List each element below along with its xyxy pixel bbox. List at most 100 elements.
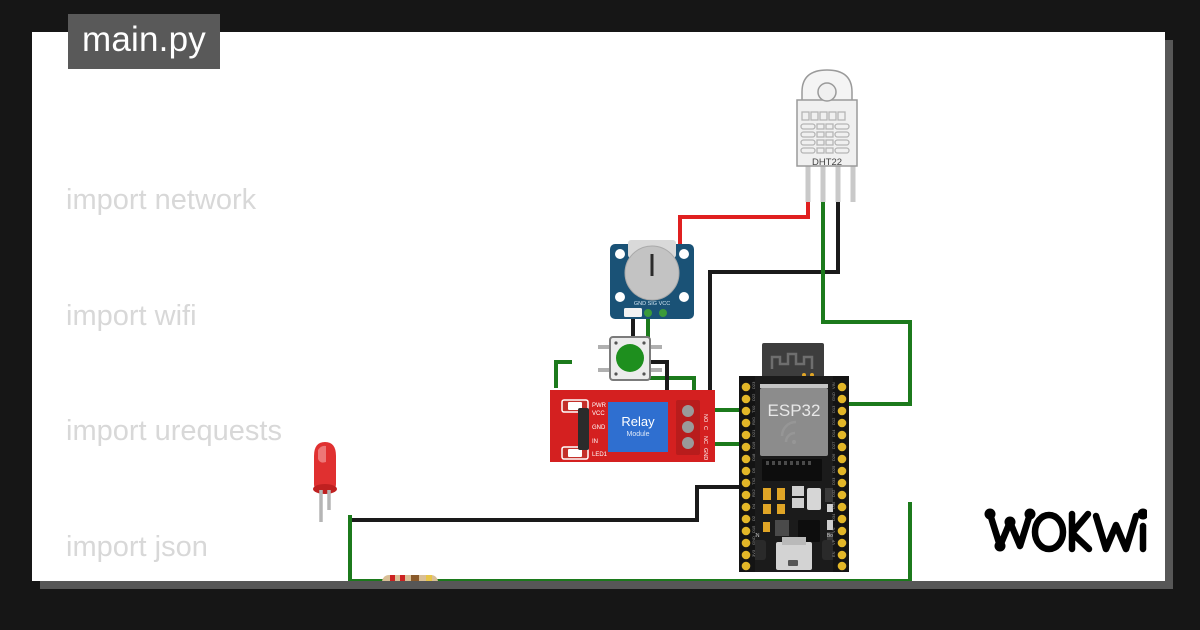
svg-text:GND: GND [831,392,836,401]
dht22-grille-frame [796,99,858,167]
relay-block-label: Relay [621,414,655,429]
relay-label-in: IN [592,439,598,445]
svg-text:D15: D15 [751,525,756,533]
svg-text:D21: D21 [751,429,756,437]
component-relay[interactable]: PWR VCC GND IN LED1 Relay Module NO C [550,390,715,462]
relay-label-pwr: PWR [592,403,607,409]
resistor-band-2 [400,575,405,581]
esp32-flash-chip [762,459,822,481]
pushbutton-cap[interactable] [616,344,644,372]
svg-text:VN: VN [831,527,836,533]
wokwi-logo-nodes [984,508,1036,552]
pushbutton-rivet [614,372,618,376]
component-esp32[interactable]: ESP32 [739,343,849,572]
esp32-usb-notch [788,560,798,566]
relay-label-led1: LED1 [592,452,608,458]
relay-label-vcc: VCC [592,411,605,417]
svg-text:D5: D5 [751,467,756,473]
svg-text:D14: D14 [831,429,836,437]
wire-black-led-anode[interactable] [352,485,744,522]
led-flange [313,484,337,494]
component-led-red[interactable] [313,442,337,522]
relay-screw[interactable] [682,421,694,433]
svg-text:D22: D22 [751,393,756,401]
dht22-pins [805,160,856,202]
pushbutton-rivet [642,341,646,345]
svg-text:RX0: RX0 [751,416,756,425]
svg-text:VIN: VIN [831,382,836,389]
wire-green-led-return[interactable] [348,502,912,581]
svg-text:RX2: RX2 [751,488,756,497]
code-line: import network [66,184,257,216]
wire-green-dht-data[interactable] [821,157,912,406]
svg-text:D19: D19 [751,441,756,449]
pot-pad-vcc [659,309,667,317]
component-pushbutton[interactable] [598,336,662,381]
relay-screw[interactable] [682,405,694,417]
resistor-body [382,575,438,581]
dht22-hole-icon [817,82,837,102]
wokwi-logo-dot [1137,508,1149,520]
relay-label-gnd: GND [592,425,606,431]
pot-pin-labels: GND SIG VCC [634,301,670,307]
component-potentiometer[interactable]: GND SIG VCC [610,240,694,319]
svg-text:TX2: TX2 [751,477,756,485]
svg-text:GND: GND [751,536,756,545]
wire-green-relay-vcc[interactable] [554,360,572,388]
svg-text:3V3: 3V3 [751,549,756,557]
led-highlight [318,445,326,463]
svg-text:VP: VP [831,539,836,545]
pushbutton-rivet [642,372,646,376]
relay-terminal-labels: NO C NC GND [702,414,708,460]
esp32-usb-shell [782,537,806,545]
svg-text:D25: D25 [831,465,836,473]
pot-pad-gnd [624,308,642,317]
wokwi-logo [982,502,1149,563]
svg-text:D26: D26 [831,453,836,461]
svg-text:D23: D23 [751,381,756,389]
component-dht22[interactable]: DHT22 [796,69,858,202]
relay-signal-header [578,408,589,450]
resistor-band-1 [390,575,395,581]
file-tab-main-py[interactable]: main.py [68,14,220,69]
svg-text:D12: D12 [831,417,836,425]
resistor-band-4 [426,575,432,581]
svg-text:TX0: TX0 [751,405,756,413]
pot-mount-holes [615,249,689,302]
svg-text:D27: D27 [831,441,836,449]
svg-text:D2: D2 [751,515,756,521]
esp32-usb-connector [776,542,812,570]
code-line: import wifi [66,299,197,332]
svg-text:NO: NO [702,414,708,423]
pushbutton-rivet [614,341,618,345]
esp32-pins-left[interactable] [741,382,751,571]
esp32-wifi-icon [780,420,797,444]
svg-text:GND: GND [702,448,708,460]
esp32-en-label: EN [753,533,760,539]
svg-text:D18: D18 [751,453,756,461]
svg-text:D13: D13 [831,405,836,413]
dht22-grille [800,111,850,154]
svg-text:EN: EN [831,551,836,557]
code-editor-text: import network import wifi import ureque… [66,104,1165,581]
esp32-pin-labels-right: VIN GND D13 D12 D14 D27 D26 D25 D33 D32 … [831,382,836,557]
esp32-antenna [762,343,824,379]
esp32-chip-pins [766,461,811,465]
dht22-label: DHT22 [812,157,842,168]
led-leads [319,490,331,522]
svg-text:D4: D4 [751,503,756,509]
component-resistor[interactable] [382,575,438,581]
svg-text:NC: NC [702,436,708,444]
circuit-diagram: DHT22 GND SIG VCC [313,69,912,581]
svg-text:D33: D33 [831,477,836,485]
svg-text:D34: D34 [831,513,836,521]
esp32-pins-right[interactable] [837,382,847,571]
relay-block [608,402,668,452]
esp32-antenna-trace [770,352,814,369]
relay-screw[interactable] [682,437,694,449]
relay-block-sublabel: Module [627,431,650,438]
esp32-boot-label: Boot [827,533,838,539]
pot-pad-sig [644,309,652,317]
svg-text:D35: D35 [831,501,836,509]
